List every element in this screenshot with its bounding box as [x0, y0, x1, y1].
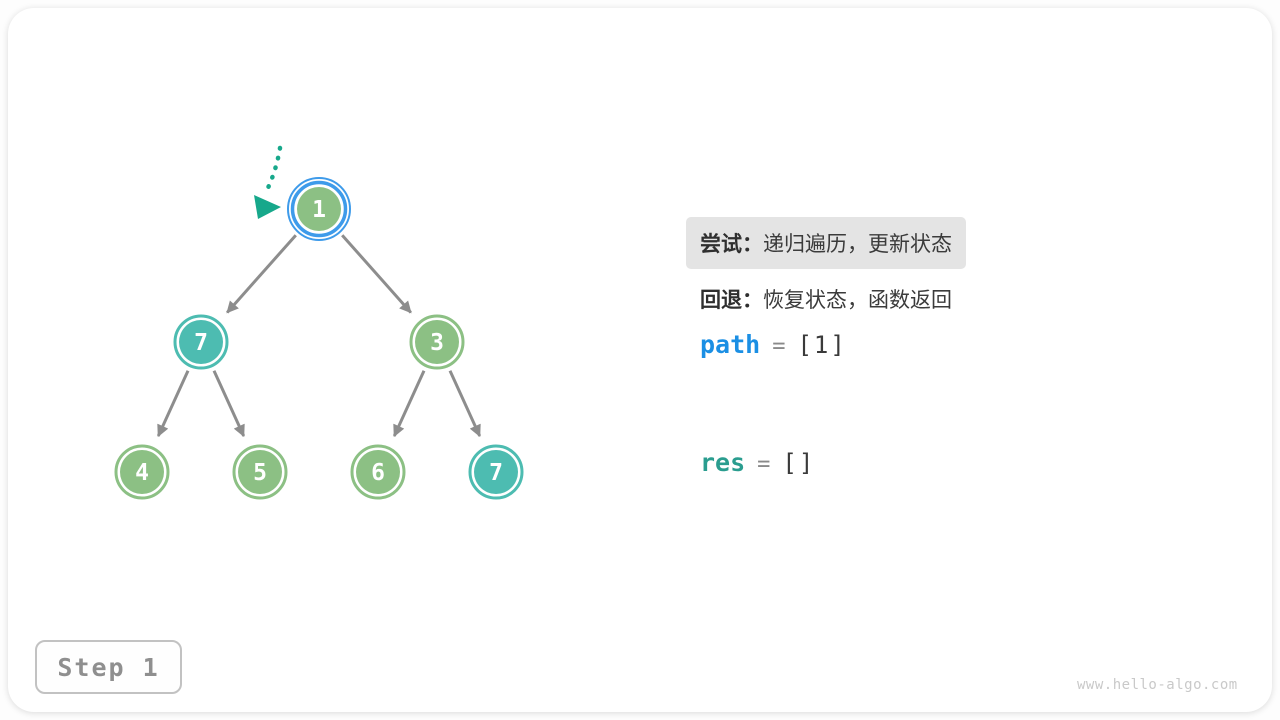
- tree-node-label: 7: [194, 330, 208, 356]
- tree-node-1-value-7: 7: [173, 314, 229, 370]
- tree-node-label: 4: [135, 460, 149, 486]
- tree-node-3-value-4: 4: [114, 444, 170, 500]
- tree-node-label: 5: [253, 460, 267, 486]
- res-variable-name: res: [700, 448, 746, 477]
- res-variable-value: []: [782, 449, 816, 477]
- step-badge-label: Step 1: [57, 652, 160, 682]
- tree-edge-3: [212, 370, 246, 438]
- tree-node-2-value-3: 3: [409, 314, 465, 370]
- tree-node-0-value-1: 1: [287, 177, 351, 241]
- res-variable-line: res = []: [700, 448, 815, 477]
- tree-node-5-value-6: 6: [350, 444, 406, 500]
- path-variable-value: [1]: [797, 331, 847, 359]
- try-line: 尝试：递归遍历，更新状态: [686, 217, 966, 269]
- tree-node-4-value-5: 5: [232, 444, 288, 500]
- tree-edge-2: [156, 370, 190, 438]
- watermark-url: www.hello-algo.com: [1077, 677, 1238, 693]
- tree-node-label: 1: [312, 197, 326, 223]
- current-pointer-dotted-line: [263, 145, 283, 195]
- path-equals-sign: =: [772, 334, 786, 359]
- current-pointer-arrowhead-icon: [254, 195, 281, 219]
- tree-edge-1: [341, 234, 412, 314]
- try-label: 尝试：: [700, 233, 763, 256]
- path-variable-name: path: [700, 330, 761, 359]
- backtrack-label: 回退：: [700, 289, 763, 312]
- tree-edge-5: [448, 370, 482, 438]
- step-badge: Step 1: [35, 640, 182, 694]
- backtrack-line: 回退：恢复状态，函数返回: [700, 281, 952, 317]
- tree-node-label: 6: [371, 460, 385, 486]
- tree-node-label: 7: [489, 460, 503, 486]
- path-variable-line: path = [1]: [700, 330, 847, 359]
- backtrack-text: 恢复状态，函数返回: [763, 289, 952, 312]
- tree-edge-4: [392, 370, 426, 438]
- res-equals-sign: =: [757, 452, 771, 477]
- try-text: 递归遍历，更新状态: [763, 233, 952, 256]
- tree-node-label: 3: [430, 330, 444, 356]
- binary-tree-diagram: 1 7 3 4 5 6 7: [114, 145, 524, 500]
- tree-node-6-value-7: 7: [468, 444, 524, 500]
- tree-edge-0: [226, 234, 297, 314]
